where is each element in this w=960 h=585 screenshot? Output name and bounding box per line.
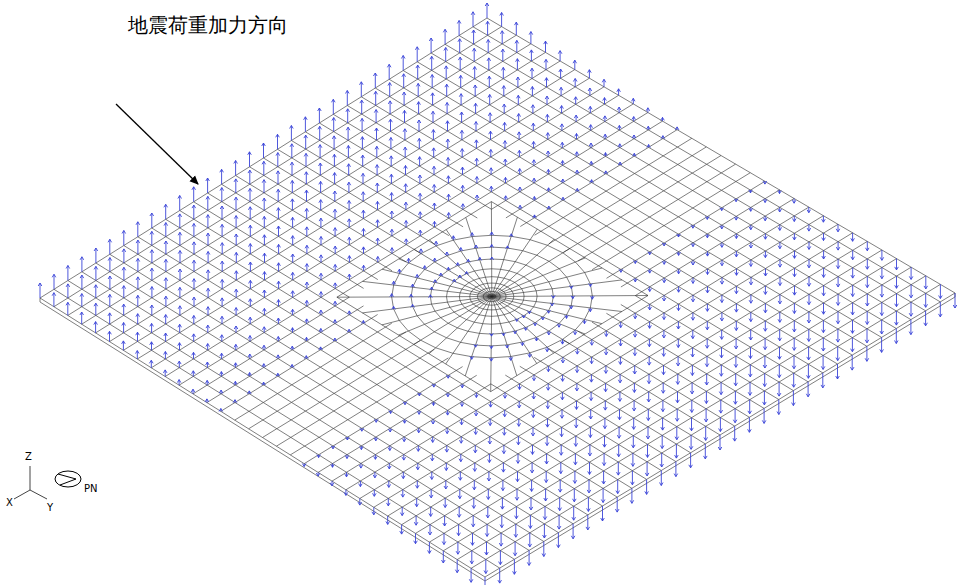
mesh-lines <box>40 18 955 581</box>
load-arrows <box>38 3 957 585</box>
axis-triad <box>14 466 81 499</box>
axis-label: Y <box>47 502 53 513</box>
axis-label: X <box>6 497 13 508</box>
view-label: PN <box>84 483 98 494</box>
axis-label: Z <box>25 451 32 462</box>
load-direction-arrow <box>116 104 198 184</box>
load-direction-label: 地震荷重加力方向 <box>128 12 288 39</box>
